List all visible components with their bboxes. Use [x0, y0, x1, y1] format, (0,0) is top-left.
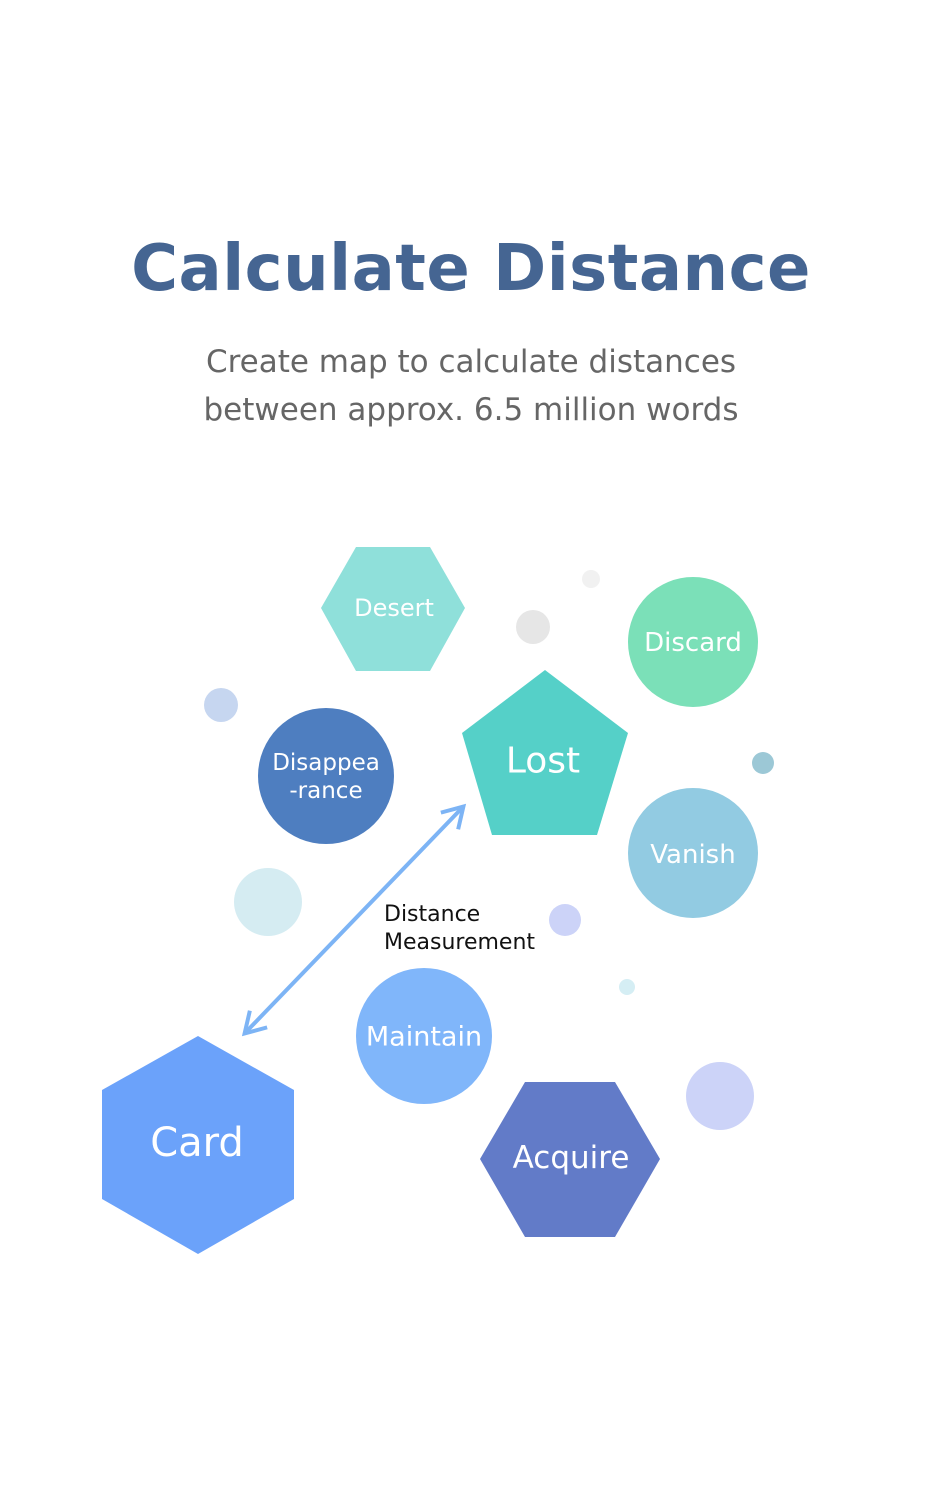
node-desert: Desert [321, 547, 465, 671]
subtitle-line-1: Create map to calculate distances [205, 344, 737, 380]
node-maintain-label: Maintain [366, 1022, 482, 1053]
acquire-hexagon [480, 1082, 660, 1237]
decor-dot [619, 979, 635, 995]
disappearance-circle [258, 708, 394, 844]
node-lost: Lost [462, 670, 628, 835]
vanish-circle [628, 788, 758, 918]
maintain-circle [356, 968, 492, 1104]
decor-dot [549, 904, 581, 936]
distance-arrow [241, 803, 467, 1037]
node-acquire: Acquire [480, 1082, 660, 1237]
decor-dot [752, 752, 774, 774]
node-vanish: Vanish [628, 788, 758, 918]
decor-dot [582, 570, 600, 588]
node-disappearance-label-line1: Disappea [272, 750, 380, 776]
decor-dot [204, 688, 238, 722]
subtitle-line-2: between approx. 6.5 million words [203, 392, 739, 428]
node-card-label: Card [150, 1120, 244, 1166]
card-hexagon [102, 1036, 294, 1254]
discard-circle [628, 577, 758, 707]
desert-hexagon [321, 547, 465, 671]
distance-measurement-label-line2: Measurement [384, 930, 535, 955]
node-disappearance: Disappea -rance [258, 708, 394, 844]
node-discard: Discard [628, 577, 758, 707]
node-card: Card [102, 1036, 294, 1254]
decor-dot [234, 868, 302, 936]
node-discard-label: Discard [644, 628, 742, 658]
decor-dot [686, 1062, 754, 1130]
node-maintain: Maintain [356, 968, 492, 1104]
page-title: Calculate Distance [131, 232, 811, 306]
distance-measurement-label-line1: Distance [384, 902, 480, 927]
node-disappearance-label-line2: -rance [289, 778, 362, 804]
node-acquire-label: Acquire [513, 1140, 630, 1176]
node-vanish-label: Vanish [650, 840, 735, 870]
lost-pentagon [462, 670, 628, 835]
node-desert-label: Desert [354, 594, 434, 622]
node-lost-label: Lost [506, 741, 580, 782]
decor-dot [516, 610, 550, 644]
